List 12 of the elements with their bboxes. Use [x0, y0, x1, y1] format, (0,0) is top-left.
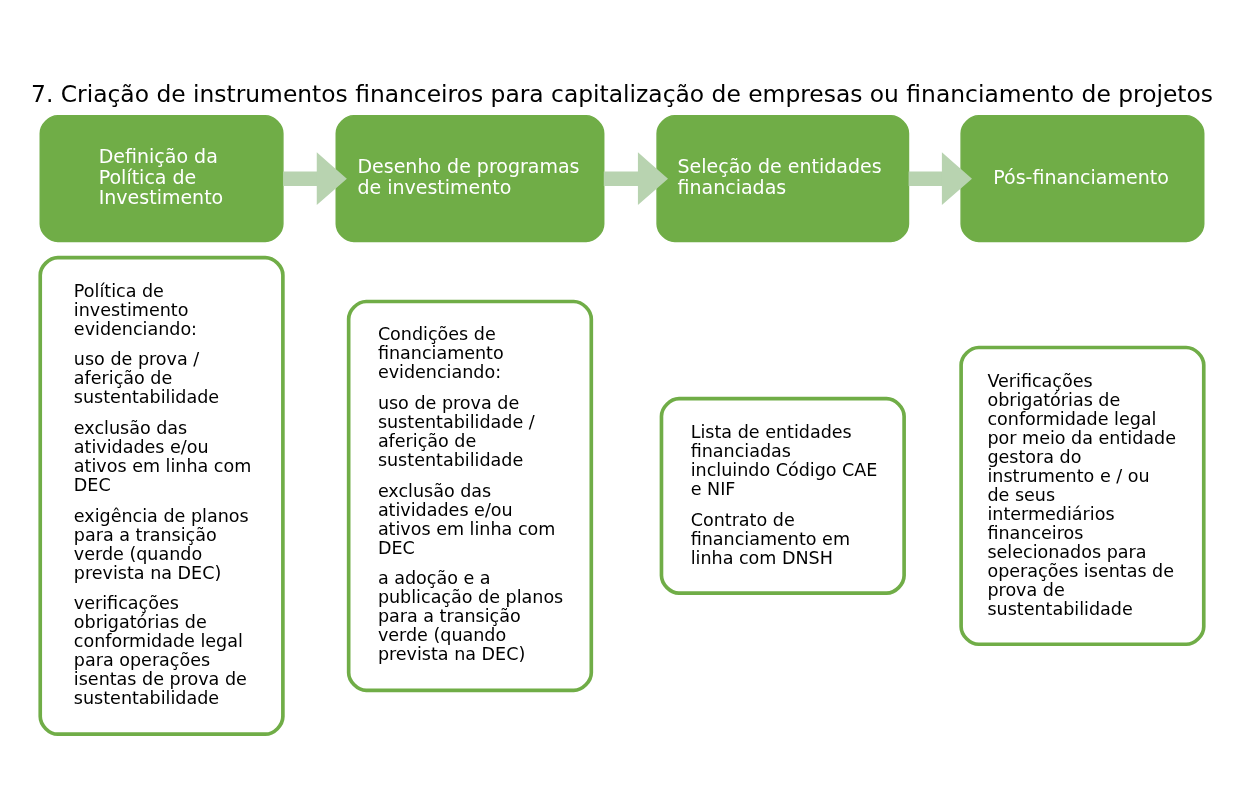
node-box: Definição da Política de Investimento — [39, 115, 284, 243]
diagram-title: 7. Criação de instrumentos financeiros para capitalização de empresas ou financiamento de projetos — [31, 80, 1213, 109]
node-box: Verificações obrigatórias de conformidade legal por meio da entidade gestora do instrumento e / ou de seus intermediários financeiros selecionados para operações isentas de prova de sustentabilidade — [959, 345, 1206, 647]
node-box: Condições de financiamento evidenciando: uso de prova de sustentabilidade / aferição de sustentabilidade exclusão das atividades e/ou ativos em linha com DEC a adoção e a publicação de planos para a transição verde (quando prevista na DEC) — [346, 299, 594, 693]
node-box: Seleção de entidades financiadas — [656, 115, 910, 243]
node-box: Lista de entidades financiadas incluindo Código CAE e NIF Contrato de financiamento em linha com DNSH — [659, 396, 906, 595]
arrow — [283, 152, 347, 206]
arrow — [908, 152, 972, 206]
node-box: Pós-financiamento — [960, 115, 1205, 243]
node-box: Política de investimento evidenciando: uso de prova / aferição de sustentabilidade exclusão das atividades e/ou ativos em linha com DEC exigência de planos para a transição verde (quando prevista na DEC) verificações obrigatórias de conformidade legal para operações isentas de prova de sustentabilidade — [38, 255, 285, 736]
arrow — [603, 152, 668, 206]
node-box: Desenho de programas de investimento — [335, 115, 605, 243]
